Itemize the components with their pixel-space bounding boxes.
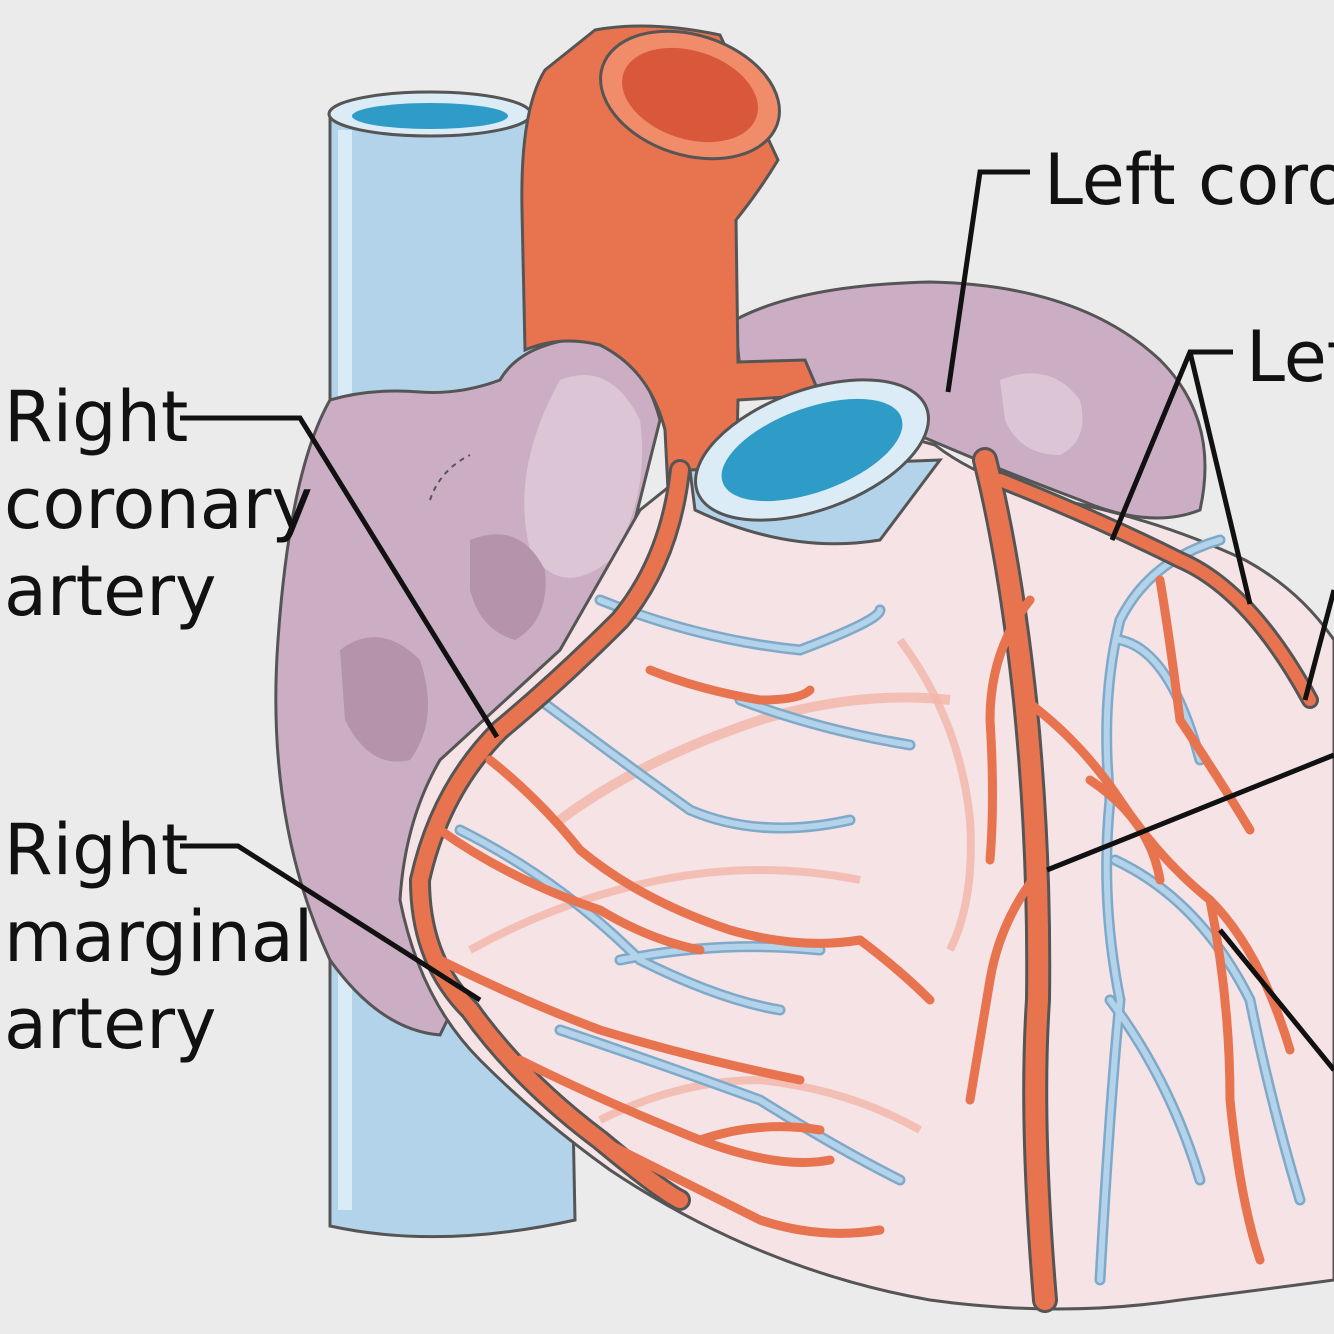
leader-circumflex-branch [1302,589,1334,701]
label-right-coronary-artery-line3: artery [4,550,217,632]
label-left-coronary-artery: Left coro [1044,139,1334,221]
leader-right-marginal [180,843,482,1003]
label-right-coronary-artery-line1: Right [4,376,189,458]
label-right-marginal-artery-line3: artery [4,983,217,1065]
leader-left-coronary [945,169,1030,393]
label-right-coronary-artery-line2: coronary [4,463,313,545]
leader-diagonal [1218,928,1334,1072]
leader-lad [1046,752,1334,873]
label-right-marginal-artery: Right marginal artery [4,807,313,1068]
cardiac-veins-highlight [457,537,1303,1283]
ventricles [398,433,1334,1311]
leader-lines [180,169,1334,1072]
leader-left-circumflex [1109,349,1253,605]
aorta [520,24,823,532]
coronary-arteries-fill [411,450,1316,1310]
label-left-circumflex: Lef [1246,316,1334,398]
pulmonary-trunk [688,378,944,546]
label-right-marginal-artery-line1: Right [4,809,189,891]
label-right-marginal-artery-line2: marginal [4,896,314,978]
label-right-coronary-artery: Right coronary artery [4,374,313,635]
arterial-branches [435,575,1295,1265]
leader-right-coronary [180,415,500,739]
